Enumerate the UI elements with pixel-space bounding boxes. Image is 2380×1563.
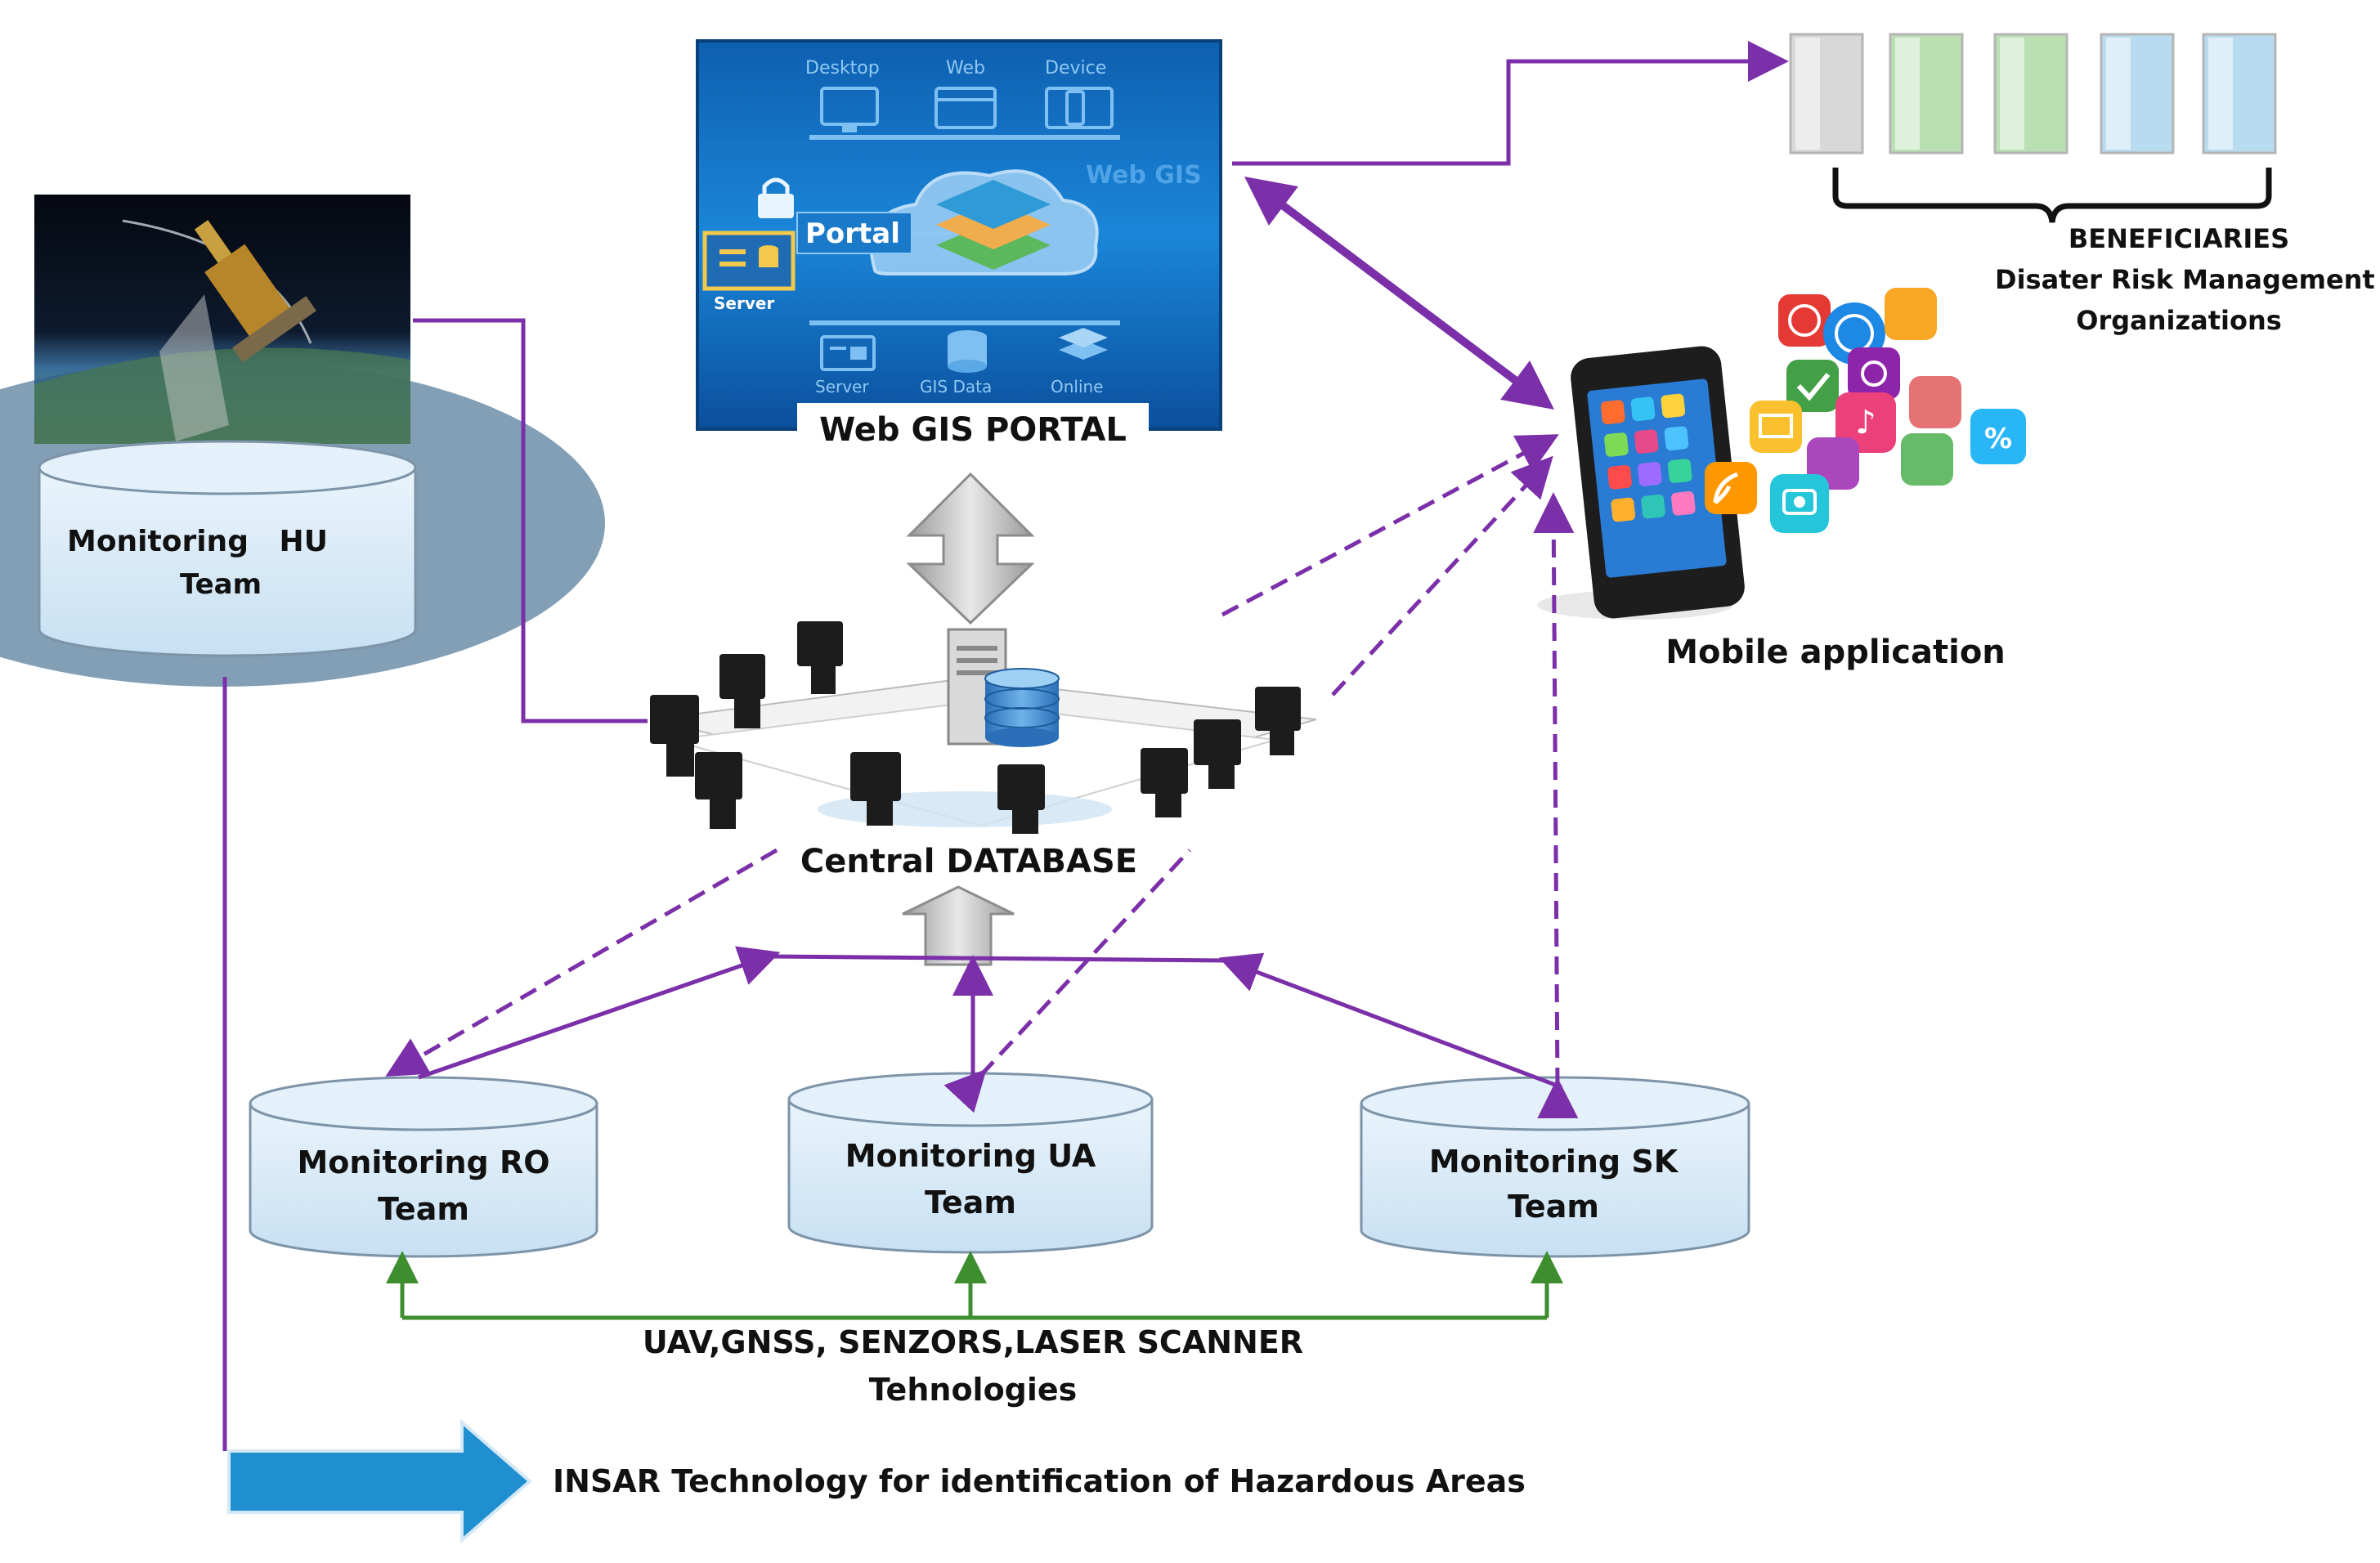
device-icon (1045, 87, 1114, 129)
beneficiaries-title: BENEFICIARIES (2068, 223, 2290, 254)
beneficiary-box-highlight (1795, 38, 1820, 150)
insar-arrow (227, 1418, 533, 1544)
database-to-mobile-dashed (1221, 434, 1559, 617)
hub-horizontal-line (772, 954, 1227, 963)
team-ro-label-line2: Team (378, 1191, 469, 1227)
beneficiaries-line2: Organizations (2076, 305, 2282, 336)
portal-database-double-arrow (906, 472, 1035, 625)
team-ro-cylinder (249, 1076, 598, 1258)
server-icon (702, 231, 796, 291)
team-hu-label-line1: Monitoring HU (67, 525, 328, 558)
portal-top-label-device: Device (1045, 58, 1107, 78)
database-to-mobile-dashed-2 (1331, 455, 1553, 696)
insar-technology-label: INSAR Technology for identification of H… (553, 1463, 1526, 1499)
mobile-phone-image (1537, 346, 1745, 620)
portal-web-gis-label: Web GIS (1086, 161, 1202, 190)
portal-bottom-label-online: Online (1051, 377, 1104, 396)
sk-to-hub-line (1218, 952, 1562, 1090)
portal-server-label: Server (714, 293, 775, 313)
technologies-line1: UAV,GNSS, SENZORS,LASER SCANNER (642, 1324, 1304, 1360)
web-gis-panel (696, 39, 1222, 450)
desktop-icon (820, 87, 879, 132)
portal-bottom-label-gis-data: GIS Data (920, 377, 993, 396)
central-database-network (650, 621, 1317, 834)
svg-text:%: % (1984, 423, 2012, 455)
portal-top-label-web: Web (946, 58, 985, 78)
server-bottom-icon (820, 335, 876, 371)
technologies-line2: Tehnologies (868, 1372, 1078, 1408)
lock-icon (758, 177, 794, 218)
portal-bottom-label-server: Server (815, 377, 869, 396)
team-ua-cylinder (787, 1072, 1154, 1254)
layers-icon (936, 180, 1051, 270)
online-icon (1059, 328, 1108, 360)
team-sk-label-line2: Team (1508, 1189, 1599, 1225)
gis-data-icon (948, 330, 987, 373)
team-ua-label-line1: Monitoring UA (845, 1138, 1096, 1174)
central-database-caption: Central DATABASE (800, 843, 1138, 880)
web-gis-portal-caption: Web GIS PORTAL (819, 411, 1127, 449)
beneficiary-box-highlight (2106, 38, 2131, 150)
team-ro-label-line1: Monitoring RO (297, 1144, 550, 1180)
mobile-application-caption: Mobile application (1665, 634, 2006, 671)
portal-to-beneficiaries-line (1232, 41, 1789, 166)
portal-portal-label: Portal (805, 217, 900, 250)
svg-text:♪: ♪ (1855, 404, 1876, 441)
app-icons-cluster: ♪ % (1705, 288, 2026, 533)
beneficiary-box-highlight (1895, 38, 1920, 150)
team-hu-cylinder (38, 440, 417, 657)
beneficiary-box-highlight (2000, 38, 2024, 150)
database-to-ro-dashed (385, 848, 778, 1077)
ro-to-hub-line (418, 946, 781, 1080)
beneficiaries-line1: Disater Risk Management (1995, 264, 2375, 295)
team-sk-label-line1: Monitoring SK (1428, 1144, 1679, 1180)
ua-to-database-dashed (943, 849, 1191, 1113)
beneficiary-box-highlight (2208, 38, 2233, 150)
portal-top-label-desktop: Desktop (805, 58, 880, 78)
satellite-to-database-line (413, 318, 648, 723)
beneficiary-boxes (1789, 33, 2277, 155)
team-sk-cylinder (1360, 1076, 1750, 1258)
team-ua-label-line2: Team (925, 1185, 1016, 1220)
web-icon (935, 87, 997, 129)
portal-mobile-double-arrow (1244, 176, 1554, 410)
sk-mobile-dashed (1533, 492, 1579, 1119)
beneficiaries-brace (1832, 168, 2272, 223)
teams-to-database-arrow (902, 885, 1015, 966)
team-hu-label-line2: Team (179, 568, 262, 601)
